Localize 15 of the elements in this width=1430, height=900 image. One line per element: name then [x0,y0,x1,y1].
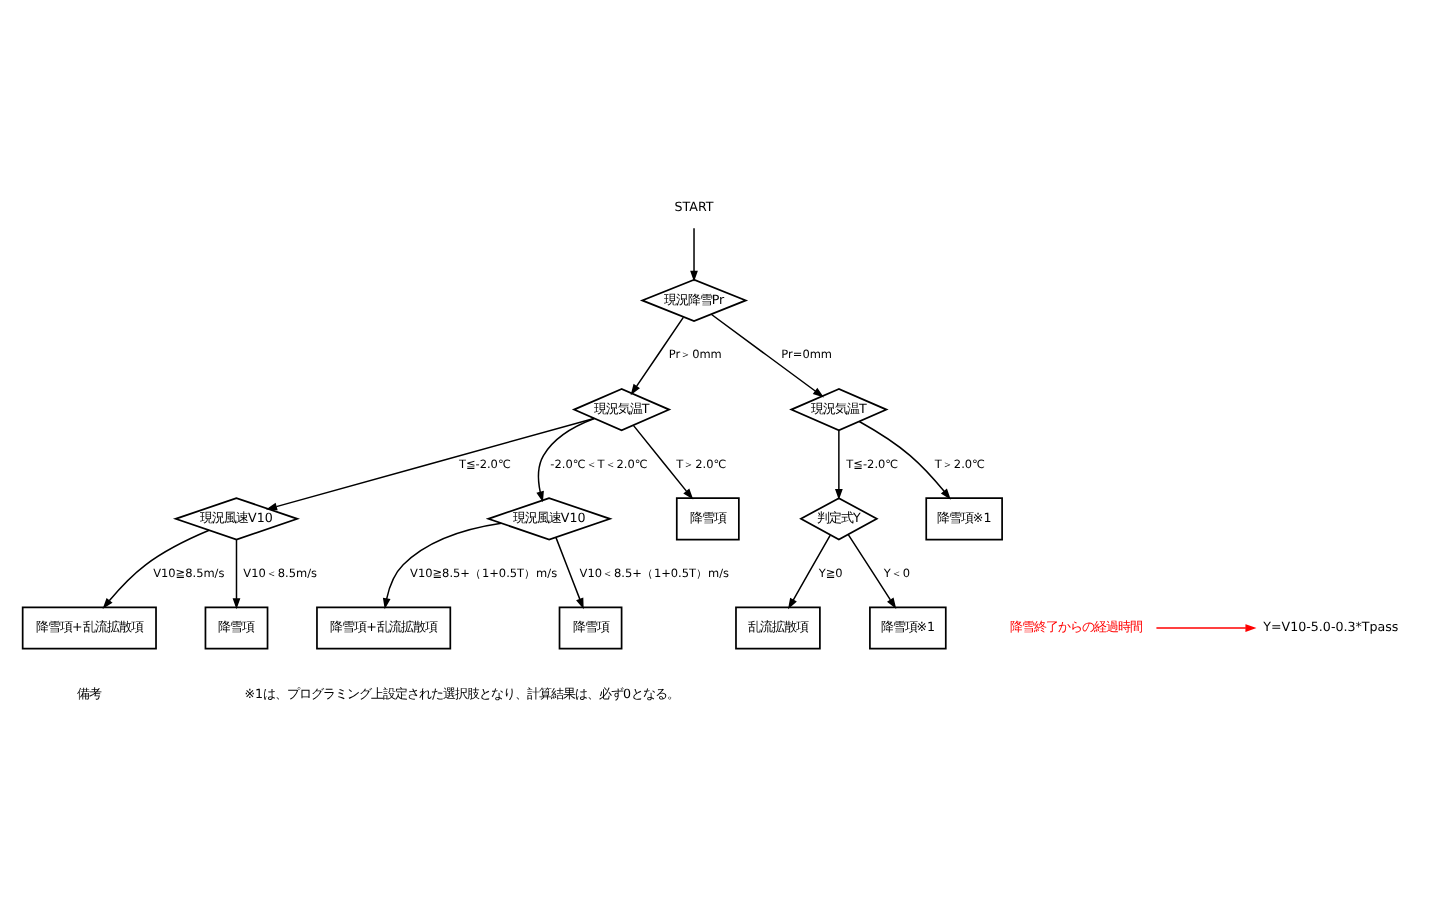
arrow [788,533,831,609]
arrow [266,416,595,510]
arrow [847,533,897,608]
arrow [710,312,824,397]
arrow [555,535,584,609]
arrow [232,537,241,609]
arrow [630,315,685,395]
arrow [382,521,502,609]
arrow [1155,623,1257,631]
arrow [690,226,698,281]
arrow [102,528,210,608]
arrow [536,416,596,502]
arrow [858,419,951,499]
arrow [835,428,843,500]
arrow [632,423,694,499]
